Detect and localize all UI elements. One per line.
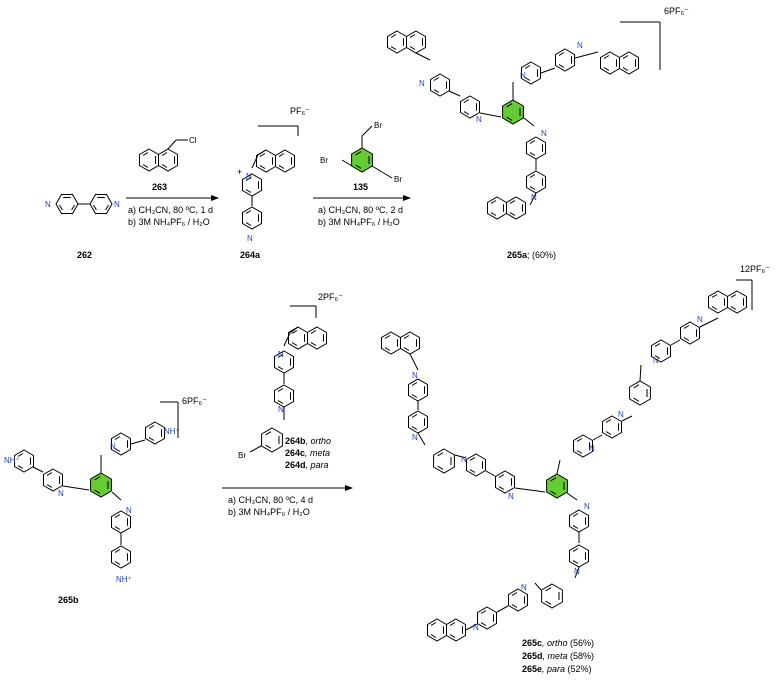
label-264c: 264c, meta: [285, 448, 330, 458]
compound-264bcd-structure: 2PF₆⁻ N N Br: [238, 292, 343, 460]
counterion-264a: PF₆⁻: [290, 106, 310, 116]
atom-n: N: [45, 200, 51, 209]
step1-condition-b: b) 3M NH₄PF₆ / H₂O: [128, 217, 210, 227]
atom-n-plus: N: [589, 444, 595, 453]
atom-n-plus: N: [520, 71, 526, 80]
atom-n-plus: N: [577, 41, 583, 50]
label-265e-pos: , para: [542, 664, 565, 674]
atom-n-plus: N: [278, 350, 284, 359]
atom-n-plus: N: [521, 583, 527, 592]
label-264b-pos: , ortho: [306, 436, 332, 446]
counterion-264bcd: 2PF₆⁻: [318, 292, 343, 302]
atom-n-plus: N: [476, 115, 482, 124]
step3-condition-a: a) CH₃CN, 80 ºC, 4 d: [228, 495, 313, 505]
atom-n-plus: N: [618, 410, 624, 419]
atom-n-plus: N: [278, 405, 284, 414]
atom-n-plus: N: [126, 506, 132, 515]
atom-n-plus: N: [419, 79, 425, 88]
compound-135-structure: Br Br Br: [320, 121, 402, 184]
atom-br: Br: [320, 156, 328, 165]
step1-condition-a: a) CH₃CN, 80 ºC, 1 d: [128, 205, 213, 215]
step2-condition-b: b) 3M NH₄PF₆ / H₂O: [318, 217, 400, 227]
label-264c-pos: , meta: [305, 448, 330, 458]
atom-n-plus: N: [110, 442, 116, 451]
compound-263-structure: Cl: [140, 136, 197, 171]
counterion-265b: 6PF₆⁻: [182, 396, 207, 406]
atom-n-plus: N: [541, 129, 547, 138]
label-263: 263: [152, 182, 167, 192]
label-264b-id: 264b: [285, 436, 306, 446]
atom-n-plus: N: [412, 371, 418, 380]
label-264d-pos: , para: [306, 460, 329, 470]
atom-n: N: [247, 234, 253, 243]
atom-br: Br: [238, 451, 246, 460]
label-264d: 264d, para: [285, 460, 329, 470]
compound-264a-structure: PF₆⁻ N + N: [237, 106, 310, 243]
atom-cl: Cl: [189, 136, 197, 145]
label-265d-id: 265d: [522, 651, 543, 661]
atom-n-plus: N: [508, 492, 514, 501]
label-265c: 265c, ortho (56%): [522, 638, 594, 648]
step3-condition-b: b) 3M NH₄PF₆ / H₂O: [228, 507, 310, 517]
atom-n-plus: N: [246, 172, 252, 181]
counterion-265a: 6PF₆⁻: [664, 6, 689, 16]
atom-n-plus: N: [584, 502, 590, 511]
label-265e: 265e, para (52%): [522, 664, 592, 674]
compound-265cde-structure: N N N N N N N N 12PF₆⁻ N: [382, 264, 770, 641]
atom-br: Br: [394, 175, 402, 184]
label-135: 135: [353, 182, 368, 192]
atom-n-plus: N: [574, 567, 580, 576]
atom-n-plus: N: [473, 623, 479, 632]
label-265b: 265b: [58, 595, 79, 605]
atom-br: Br: [374, 121, 382, 130]
compound-265a-structure: N N N N 6PF₆⁻ N N: [388, 6, 689, 219]
label-265a: 265a; (60%): [507, 250, 556, 260]
label-265c-id: 265c: [522, 638, 542, 648]
label-264b: 264b, ortho: [285, 436, 331, 446]
label-265d-yield: (58%): [568, 651, 595, 661]
label-265c-yield: (56%): [568, 638, 595, 648]
label-265c-pos: , ortho: [542, 638, 568, 648]
atom-n-plus: N: [697, 315, 703, 324]
compound-262-structure: N N: [45, 194, 120, 214]
atom-n-plus: N: [461, 455, 467, 464]
label-265d-pos: , meta: [543, 651, 568, 661]
atom-n-plus: N: [653, 356, 659, 365]
step2-condition-a: a) CH₃CN, 80 ºC, 2 d: [318, 205, 403, 215]
label-265e-id: 265e: [522, 664, 542, 674]
label-262: 262: [77, 250, 92, 260]
label-265d: 265d, meta (58%): [522, 651, 594, 661]
atom-nh-plus: NH⁺: [116, 575, 132, 584]
label-264d-id: 264d: [285, 460, 306, 470]
counterion-265cde: 12PF₆⁻: [740, 264, 770, 274]
atom-nh-plus: NH⁺: [164, 427, 180, 436]
label-265e-yield: (52%): [565, 664, 592, 674]
atom-nh-plus: NH⁺: [4, 456, 20, 465]
charge-plus: +: [237, 167, 242, 177]
label-264c-id: 264c: [285, 448, 305, 458]
compound-265b-structure: NH⁺ N N NH⁺ 6PF₆⁻ N NH⁺: [4, 396, 207, 584]
label-264a: 264a: [240, 250, 261, 260]
label-265a-id: 265a: [507, 250, 528, 260]
label-265a-yield: ; (60%): [527, 250, 556, 260]
atom-n-plus: N: [531, 193, 537, 202]
atom-n-plus: N: [412, 433, 418, 442]
atom-n: N: [114, 200, 120, 209]
atom-n-plus: N: [58, 489, 64, 498]
